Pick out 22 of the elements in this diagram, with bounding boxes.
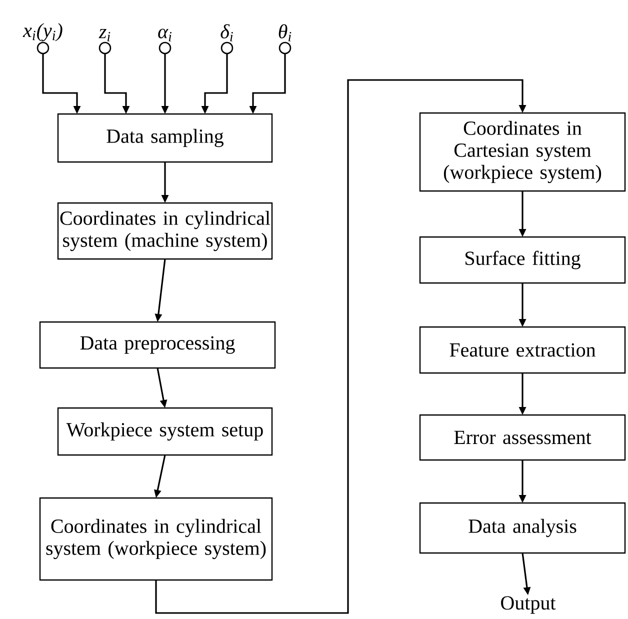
node-label: z$_{i}$ (98, 29, 110, 42)
process-box: Data analysis (419, 502, 626, 554)
process-box: Coordinates in cylindrical system (workpiece system) (39, 497, 273, 581)
process-box: Surface fitting (419, 236, 626, 284)
process-box: Feature extraction (419, 326, 626, 374)
node-label: x$_{i}$(y$_{i}$) (22, 23, 62, 42)
process-box: Coordinates in cylindrical system (machine system) (57, 202, 273, 260)
process-box: Data preprocessing (39, 321, 276, 369)
node-label: δ$_{i}$ (220, 24, 233, 42)
node-label: α$_{i}$ (158, 28, 172, 42)
input-terminal: θ$_{i}$ (278, 24, 292, 54)
process-box: Workpiece system setup (57, 407, 273, 456)
input-terminal: x$_{i}$(y$_{i}$) (22, 23, 62, 54)
process-box: Error assessment (419, 414, 626, 461)
input-terminal: α$_{i}$ (158, 28, 172, 54)
node-label: θ$_{i}$ (278, 24, 292, 42)
input-terminal: δ$_{i}$ (220, 24, 234, 54)
arrow (155, 79, 526, 614)
output-label: Output (501, 596, 556, 614)
process-box: Data sampling (57, 113, 273, 163)
process-box: Coordinates in Cartesian system (workpiece system) (419, 112, 626, 192)
input-terminal: z$_{i}$ (98, 29, 112, 54)
